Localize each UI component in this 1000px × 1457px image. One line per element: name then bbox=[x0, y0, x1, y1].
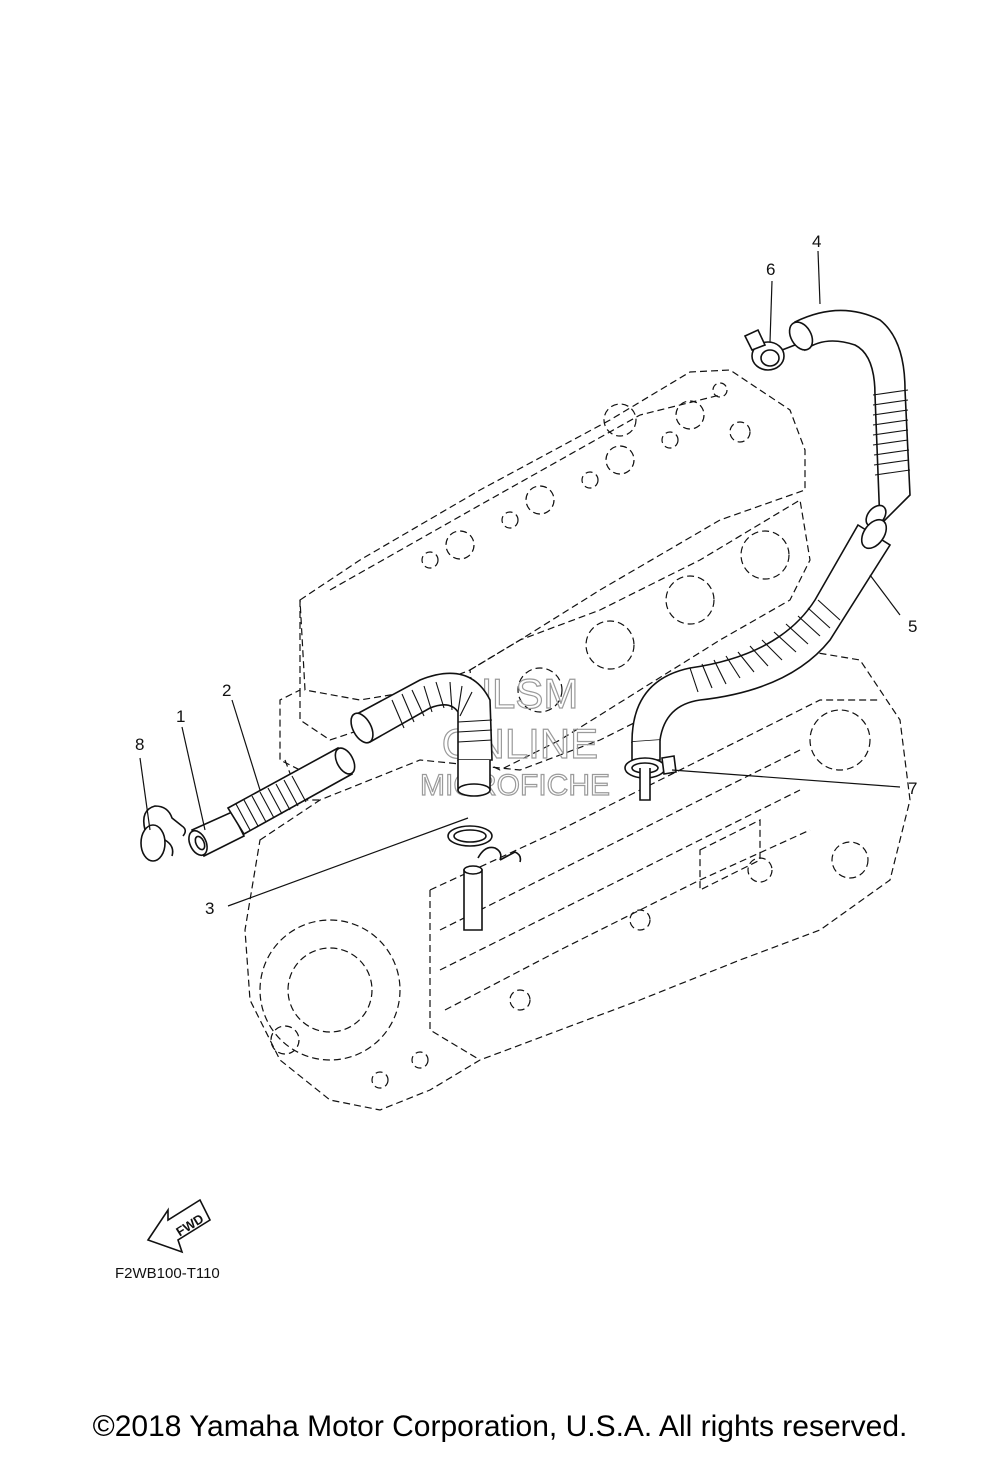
part-4-hose[interactable] bbox=[785, 309, 911, 530]
callouts: 8 1 2 3 4 5 6 7 bbox=[135, 232, 917, 918]
leader-lines bbox=[139, 250, 901, 907]
part-5-hose[interactable] bbox=[631, 515, 892, 761]
part-3-oring[interactable] bbox=[447, 825, 522, 931]
copyright-notice: ©2018 Yamaha Motor Corporation, U.S.A. A… bbox=[92, 1410, 908, 1443]
leader-6 bbox=[769, 280, 773, 343]
leader-7 bbox=[671, 769, 901, 788]
upper-elbow-hose[interactable] bbox=[347, 672, 493, 797]
part-8-clip[interactable] bbox=[140, 805, 187, 862]
engine-block-outline bbox=[244, 369, 911, 1111]
callout-1[interactable]: 1 bbox=[176, 707, 185, 726]
part-6-clamp[interactable] bbox=[743, 328, 796, 371]
callout-3[interactable]: 3 bbox=[205, 899, 214, 918]
callout-6[interactable]: 6 bbox=[766, 260, 775, 279]
callout-7[interactable]: 7 bbox=[908, 779, 917, 798]
callout-8[interactable]: 8 bbox=[135, 735, 144, 754]
leader-8 bbox=[139, 757, 151, 831]
reference-code: F2WB100-T110 bbox=[115, 1265, 220, 1282]
leader-2 bbox=[231, 699, 261, 791]
part-2-hose[interactable] bbox=[226, 745, 359, 836]
leader-4 bbox=[817, 250, 821, 305]
fwd-arrow-icon: FWD bbox=[146, 1198, 212, 1254]
watermark-line3: MICROFICHE bbox=[420, 769, 610, 802]
part-1-joint[interactable] bbox=[185, 810, 246, 858]
part-7-clamp[interactable] bbox=[624, 755, 677, 801]
leader-3 bbox=[227, 817, 469, 907]
callout-4[interactable]: 4 bbox=[812, 232, 821, 251]
callout-5[interactable]: 5 bbox=[908, 617, 917, 636]
leader-5 bbox=[869, 574, 901, 616]
leader-1 bbox=[181, 726, 206, 831]
callout-2[interactable]: 2 bbox=[222, 681, 231, 700]
